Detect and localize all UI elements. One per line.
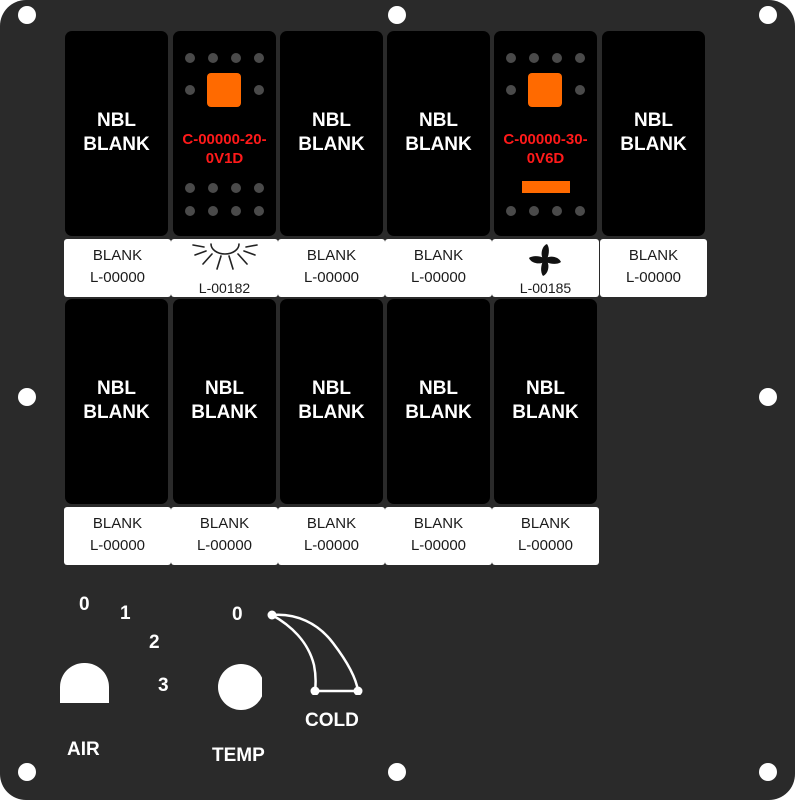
air-position-2: 2 [149, 632, 160, 653]
contact-dot [575, 85, 585, 95]
part-code: C-00000-30-0V6D [503, 131, 588, 167]
air-position-0: 0 [79, 594, 90, 615]
temp-label: TEMP [212, 745, 265, 766]
sun-rays-icon [192, 243, 258, 270]
temp-start-label: 0 [232, 604, 243, 625]
air-knob[interactable] [60, 663, 109, 703]
legend-label: BLANK L-00000 [385, 507, 492, 565]
indicator-light [528, 73, 562, 107]
mounting-hole [18, 763, 36, 781]
mounting-hole [759, 6, 777, 24]
mounting-hole [759, 388, 777, 406]
legend-label: BLANK L-00000 [64, 239, 171, 297]
mounting-hole [18, 6, 36, 24]
rocker-switch-lit[interactable]: C-00000-30-0V6D [494, 31, 597, 236]
rocker-switch-lit[interactable]: C-00000-20-0V1D [173, 31, 276, 236]
contact-dot [254, 85, 264, 95]
air-position-1: 1 [120, 603, 131, 624]
mounting-hole [388, 763, 406, 781]
legend-label: BLANK L-00000 [600, 239, 707, 297]
temp-scale-arc [267, 610, 363, 695]
contact-dots [506, 205, 586, 217]
legend-label: BLANK L-00000 [278, 507, 385, 565]
legend-label: BLANK L-00000 [64, 507, 171, 565]
temp-knob[interactable] [218, 664, 262, 710]
air-label: AIR [67, 739, 100, 760]
indicator-light [207, 73, 241, 107]
fan-icon [529, 244, 561, 276]
legend-label: L-00185 [492, 239, 599, 297]
contact-dots [185, 205, 265, 217]
mounting-hole [388, 6, 406, 24]
air-position-3: 3 [158, 675, 169, 696]
contact-dots [185, 52, 265, 64]
mounting-hole [18, 388, 36, 406]
temp-end-label: COLD [305, 710, 359, 731]
indicator-bar [522, 181, 570, 193]
legend-label: BLANK L-00000 [385, 239, 492, 297]
legend-label: BLANK L-00000 [278, 239, 385, 297]
contact-dots [185, 182, 265, 194]
part-code: C-00000-20-0V1D [182, 131, 267, 167]
contact-dot [506, 85, 516, 95]
legend-label: L-00182 [171, 239, 278, 297]
legend-label: BLANK L-00000 [171, 507, 278, 565]
mounting-hole [759, 763, 777, 781]
contact-dots [506, 52, 586, 64]
contact-dot [185, 85, 195, 95]
legend-label: BLANK L-00000 [492, 507, 599, 565]
